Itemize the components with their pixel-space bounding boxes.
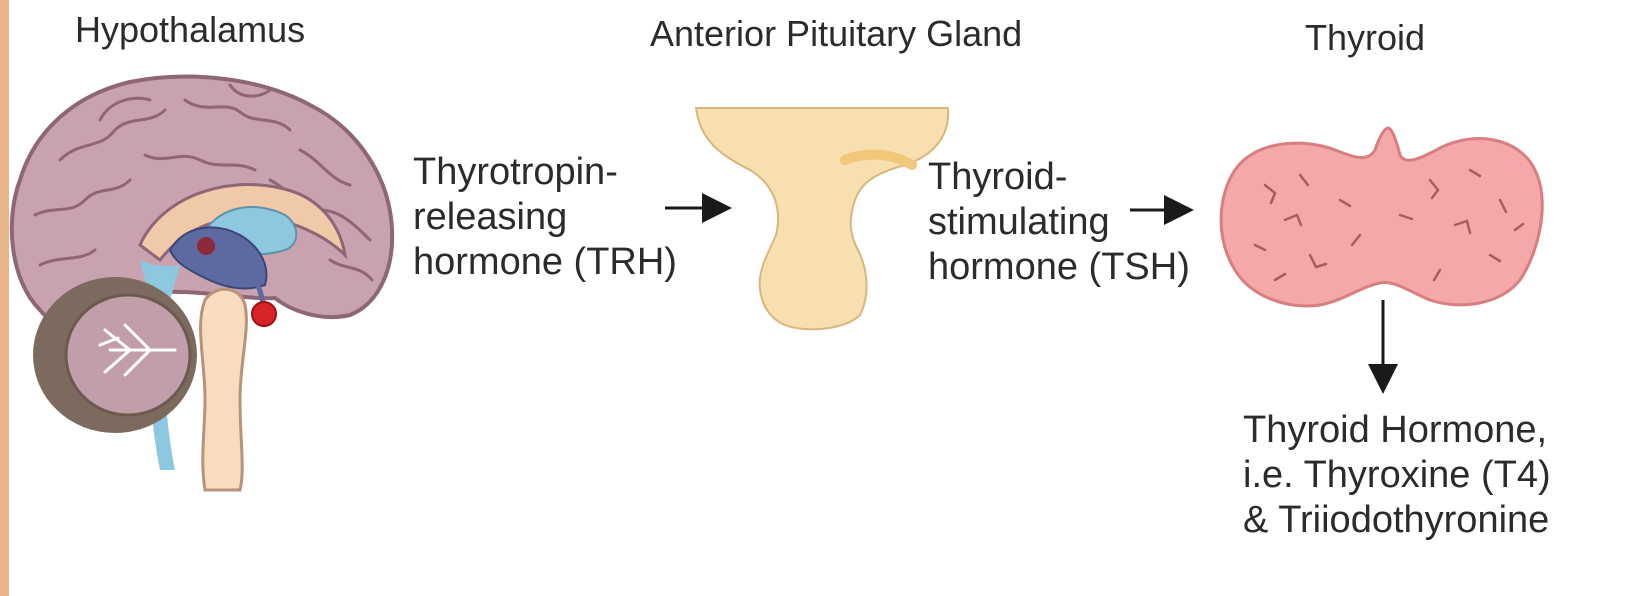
output-line-3: & Triiodothyronine — [1243, 498, 1551, 543]
thyroid-illustration — [1221, 128, 1542, 306]
tsh-text: Thyroid- stimulating hormone (TSH) — [928, 155, 1190, 290]
hypothalamus-nucleus — [197, 237, 215, 255]
cerebellum — [33, 277, 197, 433]
pituitary-label: Anterior Pituitary Gland — [650, 16, 1022, 52]
output-line-1: Thyroid Hormone, — [1243, 408, 1551, 453]
pituitary-dot — [252, 302, 276, 326]
hypothalamus-label: Hypothalamus — [75, 12, 305, 48]
thyroid-hormone-text: Thyroid Hormone, i.e. Thyroxine (T4) & T… — [1243, 408, 1551, 543]
tsh-line-3: hormone (TSH) — [928, 245, 1190, 290]
trh-line-1: Thyrotropin- — [413, 150, 677, 195]
trh-line-2: releasing — [413, 195, 677, 240]
trh-line-3: hormone (TRH) — [413, 240, 677, 285]
brainstem — [201, 289, 247, 490]
tsh-line-1: Thyroid- — [928, 155, 1190, 200]
pituitary-gland-illustration — [696, 108, 948, 329]
trh-text: Thyrotropin- releasing hormone (TRH) — [413, 150, 677, 285]
output-line-2: i.e. Thyroxine (T4) — [1243, 453, 1551, 498]
tsh-line-2: stimulating — [928, 200, 1190, 245]
brain-illustration — [12, 77, 392, 490]
thyroid-label: Thyroid — [1305, 20, 1425, 56]
